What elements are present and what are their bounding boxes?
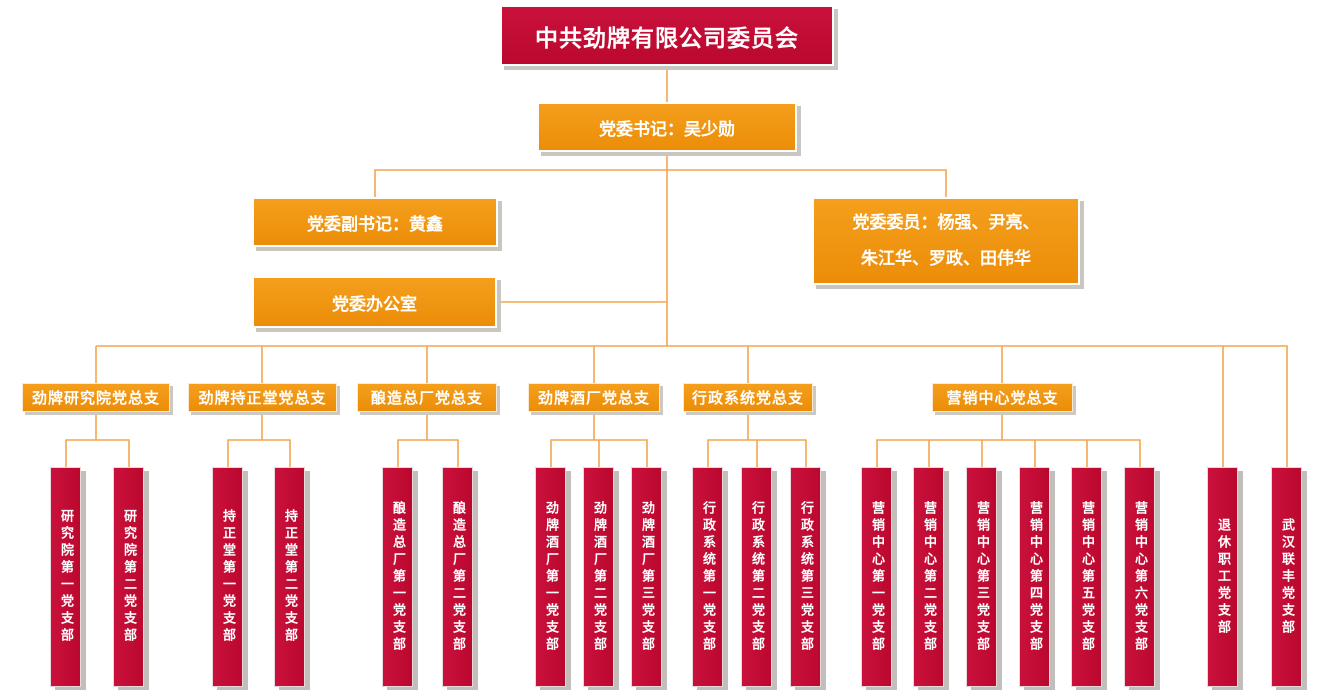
branch-column-retired: 退休职工党支部 [1207,467,1238,687]
secretary-label: 党委书记：吴少勋 [599,119,735,140]
deputy-secretary-box: 党委副书记：黄鑫 [252,197,498,247]
branch-column-label: 行政系统第三党支部 [798,500,813,654]
branch-column: 行政系统第二党支部 [741,467,772,687]
branch-column-label: 退休职工党支部 [1215,517,1230,637]
committee-root-box: 中共劲牌有限公司委员会 [500,5,834,66]
branch-column-label: 劲牌酒厂第一党支部 [543,500,558,654]
branch-column: 营销中心第一党支部 [861,467,892,687]
branch-column: 研究院第一党支部 [50,467,81,687]
branch-header-label: 行政系统党总支 [691,389,804,407]
branch-column-label: 持正堂第一党支部 [220,509,235,645]
branch-header-label: 营销中心党总支 [946,389,1059,407]
branch-column: 劲牌酒厂第一党支部 [535,467,566,687]
branch-column-label: 研究院第一党支部 [58,509,73,645]
branch-column-label: 持正堂第二党支部 [282,509,297,645]
branch-column: 行政系统第一党支部 [692,467,723,687]
branch-column-label: 研究院第二党支部 [121,509,136,645]
party-office-box: 党委办公室 [252,276,497,328]
branch-header-research: 劲牌研究院党总支 [22,383,170,412]
branch-header-label: 劲牌酒厂党总支 [537,389,650,407]
branch-column: 研究院第二党支部 [113,467,144,687]
branch-column-label: 劲牌酒厂第三党支部 [639,500,654,654]
branch-column-label: 行政系统第一党支部 [700,500,715,654]
branch-column-label: 行政系统第二党支部 [749,500,764,654]
branch-column-wuhan-lianfeng: 武汉联丰党支部 [1271,467,1302,687]
branch-column-label: 营销中心第五党支部 [1079,500,1094,654]
branch-column-label: 武汉联丰党支部 [1279,517,1294,637]
secretary-box: 党委书记：吴少勋 [537,102,797,152]
branch-column-label: 营销中心第一党支部 [869,500,884,654]
branch-column: 酿造总厂第二党支部 [442,467,473,687]
committee-root-label: 中共劲牌有限公司委员会 [535,25,799,52]
committee-members-box: 党委委员：杨强、尹亮、 朱江华、罗政、田伟华 [812,197,1080,285]
branch-column: 营销中心第六党支部 [1124,467,1155,687]
branch-column-label: 营销中心第四党支部 [1027,500,1042,654]
party-office-label: 党委办公室 [332,294,417,315]
branch-header-label: 劲牌持正堂党总支 [198,389,327,407]
branch-column: 持正堂第一党支部 [212,467,243,687]
branch-header-label: 酿造总厂党总支 [370,389,483,407]
deputy-secretary-label: 党委副书记：黄鑫 [307,214,443,235]
committee-members-line2: 朱江华、罗政、田伟华 [861,249,1031,269]
branch-column: 持正堂第二党支部 [274,467,305,687]
branch-header-brewery: 酿造总厂党总支 [357,383,497,412]
branch-column: 营销中心第四党支部 [1019,467,1050,687]
committee-members-line1: 党委委员：杨强、尹亮、 [852,213,1040,233]
branch-column: 劲牌酒厂第三党支部 [631,467,662,687]
branch-header-chizhengtang: 劲牌持正堂党总支 [188,383,337,412]
branch-column: 劲牌酒厂第二党支部 [583,467,614,687]
branch-column-label: 营销中心第二党支部 [921,500,936,654]
branch-header-marketing: 营销中心党总支 [932,383,1073,412]
branch-column-label: 营销中心第六党支部 [1132,500,1147,654]
branch-column: 营销中心第二党支部 [913,467,944,687]
branch-column: 营销中心第五党支部 [1071,467,1102,687]
branch-header-admin: 行政系统党总支 [683,383,813,412]
branch-header-label: 劲牌研究院党总支 [31,389,160,407]
branch-column-label: 酿造总厂第二党支部 [450,500,465,654]
branch-column: 行政系统第三党支部 [790,467,821,687]
branch-column-label: 劲牌酒厂第二党支部 [591,500,606,654]
branch-column-label: 酿造总厂第一党支部 [390,500,405,654]
branch-column: 酿造总厂第一党支部 [382,467,413,687]
branch-column: 营销中心第三党支部 [966,467,997,687]
branch-column-label: 营销中心第三党支部 [974,500,989,654]
branch-header-winery: 劲牌酒厂党总支 [528,383,660,412]
